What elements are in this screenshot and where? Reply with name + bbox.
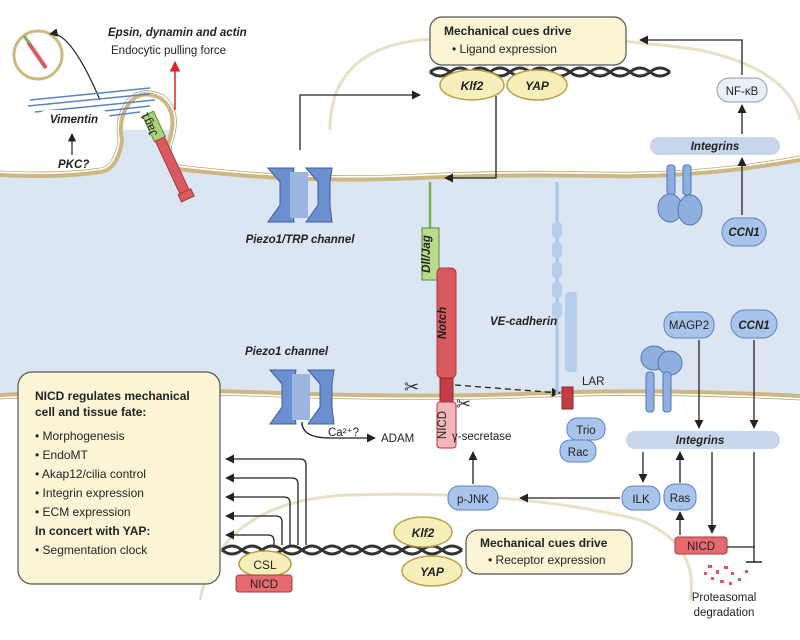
adam-label: ADAM (381, 433, 414, 445)
svg-text:YAP: YAP (525, 79, 550, 93)
svg-text:NICD: NICD (687, 541, 715, 553)
ccn1-bottom (730, 309, 778, 339)
integrins-bottom-label: Integrins (676, 435, 725, 447)
yap-top (506, 69, 568, 101)
ras-node (663, 483, 697, 511)
fate-subtitle: In concert with YAP: (35, 524, 150, 538)
pkc-label: PKC? (58, 159, 89, 171)
pjnk-node (447, 485, 499, 511)
fate-bullet-1: • Morphogenesis (35, 429, 125, 443)
ilk-node (621, 485, 661, 511)
fate-bullet-5: • ECM expression (35, 505, 131, 519)
bottom-box-bullet: • Receptor expression (488, 553, 606, 567)
integrins-bottom-bar (626, 431, 780, 449)
svg-text:CCN1: CCN1 (738, 320, 769, 332)
nicd-dna (235, 574, 293, 593)
fate-arrows (225, 454, 307, 545)
ve-cadherin (552, 182, 577, 395)
endocytic-label: Endocytic pulling force (111, 45, 226, 57)
ve-cadherin-label: VE-cadherin (490, 316, 557, 328)
scissors-gamma-icon: ✂ (456, 394, 471, 414)
nicd-right (674, 536, 728, 555)
top-mechanical-box (429, 16, 627, 66)
svg-text:YAP: YAP (420, 565, 445, 579)
piezo-trp-channel (266, 167, 333, 223)
svg-text:Ras: Ras (670, 493, 691, 505)
fate-bullet-3: • Akap12/cilia control (35, 467, 146, 481)
epsin-label: Epsin, dynamin and actin (108, 27, 247, 39)
gamma-secretase-label: γ-secretase (452, 431, 511, 443)
vimentin-label: Vimentin (50, 114, 98, 126)
nicd-fate-box (17, 371, 221, 585)
svg-text:Notch: Notch (437, 307, 449, 340)
klf2-top (439, 69, 505, 101)
integrin-receptor-top (657, 164, 703, 226)
fate-title-1: NICD regulates mechanical (35, 389, 190, 403)
integrin-receptor-bottom (640, 345, 683, 413)
top-box-title: Mechanical cues drive (444, 24, 572, 38)
svg-text:MAGP2: MAGP2 (669, 320, 709, 332)
integrins-top-label: Integrins (691, 141, 740, 153)
svg-text:Klf2: Klf2 (412, 526, 435, 540)
svg-text:Rac: Rac (568, 447, 589, 459)
fate-bullet-4: • Integrin expression (35, 486, 144, 500)
magp2-node (663, 311, 715, 339)
scissors-adam-icon: ✂ (404, 377, 419, 397)
svg-text:Klf2: Klf2 (461, 79, 484, 93)
jag1-ligand: Jag1 (139, 110, 195, 203)
yap-bottom (401, 555, 463, 587)
piezo-trp-label: Piezo1/TRP channel (246, 234, 356, 246)
top-box-bullet: • Ligand expression (452, 42, 557, 56)
svg-text:CCN1: CCN1 (728, 227, 759, 239)
bottom-box-title: Mechanical cues drive (480, 536, 608, 550)
fate-title-2: cell and tissue fate: (35, 405, 146, 419)
proteasomal-line1: Proteasomal (692, 592, 757, 604)
lar-label: LAR (582, 376, 604, 388)
fate-sub-bullet: • Segmentation clock (35, 543, 148, 557)
nfkb-node (716, 77, 768, 103)
bottom-mechanical-box (465, 529, 633, 575)
dll-jag-ligand (421, 227, 440, 281)
proteasomal-line2: degradation (694, 607, 755, 619)
piezo1-label: Piezo1 channel (245, 346, 329, 358)
klf2-bottom (393, 516, 453, 548)
nicd-fragment (436, 401, 457, 449)
rac-node (559, 439, 597, 463)
svg-text:CSL: CSL (253, 558, 277, 572)
svg-text:NICD: NICD (437, 411, 449, 439)
piezo1-channel (268, 369, 335, 425)
degradation-fragments (704, 565, 748, 585)
integrins-top-bar (650, 137, 780, 155)
svg-text:NF-κB: NF-κB (726, 86, 759, 98)
svg-text:p-JNK: p-JNK (457, 494, 489, 506)
calcium-label: Ca²⁺? (328, 427, 359, 439)
svg-text:ILK: ILK (632, 494, 650, 506)
svg-text:Trio: Trio (576, 425, 595, 437)
svg-text:Dll/Jag: Dll/Jag (421, 235, 433, 273)
fate-bullet-2: • EndoMT (35, 448, 89, 462)
ccn1-top (721, 217, 767, 247)
svg-text:NICD: NICD (250, 579, 278, 591)
dna-bottom (221, 544, 463, 556)
